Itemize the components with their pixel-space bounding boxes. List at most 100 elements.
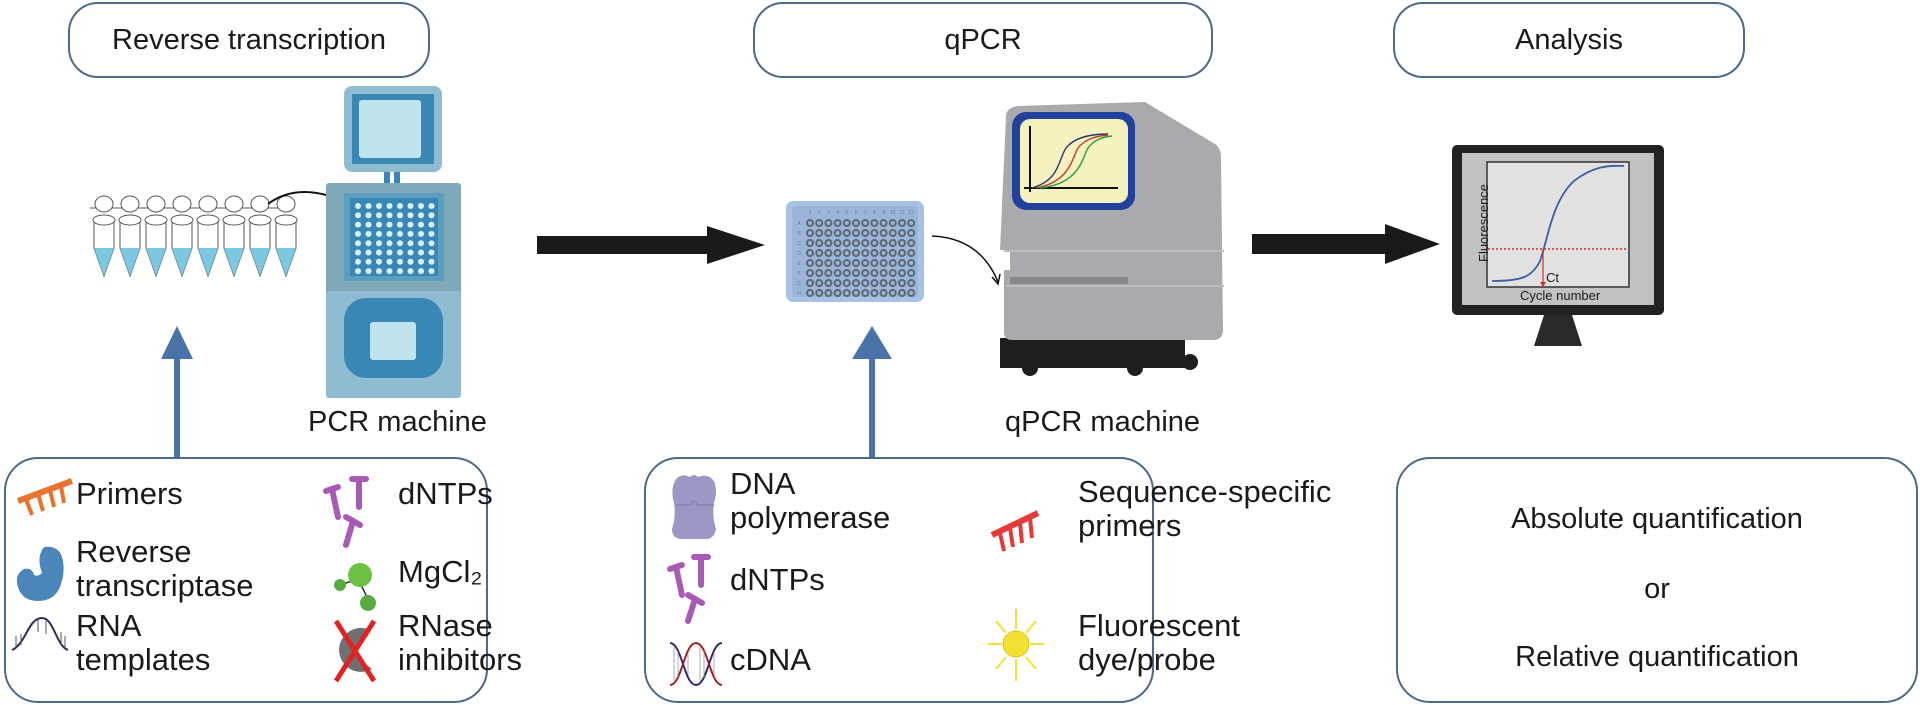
plate-well [870, 259, 879, 267]
well [407, 230, 414, 237]
well [355, 249, 361, 256]
plate-well [907, 219, 916, 227]
plate-well [806, 289, 814, 297]
plate-well [833, 229, 842, 237]
plate-row-label: E [797, 261, 801, 267]
rnase-inhibitor-icon [333, 619, 377, 683]
plate-well [898, 289, 906, 297]
plate-well [888, 229, 897, 237]
well [428, 258, 435, 265]
plate-well [852, 249, 860, 257]
fluorescent-dye-icon [988, 609, 1044, 681]
well [386, 221, 393, 228]
plate-well [879, 279, 888, 287]
plate-well [833, 219, 842, 227]
reagent-label: Reverse [76, 534, 192, 569]
plate-well [870, 249, 879, 257]
well [397, 249, 403, 256]
plate-column-label: 2 [818, 210, 821, 216]
pcr-tube [118, 195, 142, 278]
plate-column-label: 4 [836, 210, 839, 216]
well [418, 258, 424, 265]
well [355, 230, 361, 237]
well [407, 249, 414, 256]
plate-well [824, 289, 833, 297]
plate-column-label: 7 [864, 210, 867, 216]
plate-well [815, 289, 824, 297]
plate-well [907, 289, 916, 297]
plate-well [824, 219, 833, 227]
well [418, 240, 424, 247]
well [407, 258, 414, 265]
well [407, 212, 414, 219]
plate-well [879, 229, 888, 237]
amplification-curve [1491, 164, 1625, 282]
well [407, 240, 414, 247]
plate-well [806, 279, 814, 287]
plate-well [861, 279, 870, 287]
plate-well [815, 269, 824, 277]
reagent-label: dNTPs [398, 476, 493, 511]
plate-well [870, 219, 879, 227]
plate-well [815, 279, 824, 287]
pcr-tube [274, 195, 298, 278]
plate-well [842, 289, 851, 297]
plate-well [833, 279, 842, 287]
step-arrow-icon [537, 226, 765, 264]
reagent-label: inhibitors [398, 642, 523, 677]
plate-well [806, 259, 814, 267]
well [418, 203, 424, 209]
plate-well [806, 249, 814, 257]
plate-column-label: 11 [899, 210, 904, 216]
well [407, 203, 414, 209]
plate-well [842, 239, 851, 247]
stage-title: qPCR [944, 23, 1022, 56]
plate-well [824, 239, 833, 247]
pcr-tube [170, 195, 194, 278]
rna-template-icon [11, 616, 69, 651]
well [386, 258, 393, 265]
reagent-label: Primers [76, 476, 183, 511]
plate-well [815, 229, 824, 237]
plate-row-label: B [797, 231, 801, 237]
plate-well [806, 269, 814, 277]
plate-well [907, 259, 916, 267]
reagent-label: dye/probe [1078, 642, 1216, 677]
chart-xlabel: Cycle number [1520, 288, 1601, 303]
reagent-label: primers [1078, 508, 1182, 543]
well [418, 212, 424, 219]
step-arrow-icon [1252, 224, 1440, 264]
plate-well [898, 279, 906, 287]
plate-well [852, 269, 860, 277]
plate-well [879, 219, 888, 227]
well [386, 212, 393, 219]
well [428, 221, 435, 228]
well [376, 212, 382, 219]
pcr-tube [92, 195, 116, 278]
cdna-icon [669, 641, 723, 687]
plate-well [842, 259, 851, 267]
well [376, 268, 382, 275]
stage-analysis: Analysis [1393, 2, 1745, 78]
pcr-tube [196, 195, 220, 278]
absolute-quantification-label: Absolute quantification [1511, 503, 1803, 535]
sequence-specific-primers-icon [990, 510, 1040, 552]
plate-well [861, 259, 870, 267]
plate-row-label: C [797, 241, 801, 247]
well [397, 212, 403, 219]
reagent-label: MgCl₂ [398, 554, 483, 589]
stage-reverse-transcription: Reverse transcription [68, 2, 430, 78]
well [365, 258, 372, 265]
reagent-label: RNA [76, 608, 142, 643]
analysis-methods-panel: Absolute quantification or Relative quan… [1396, 457, 1918, 703]
plate-well [861, 219, 870, 227]
pcr-machine-label: PCR machine [308, 406, 487, 438]
plate-well [898, 249, 906, 257]
plate-column-label: 6 [855, 210, 858, 216]
plate-well [833, 269, 842, 277]
plate-well [888, 239, 897, 247]
plate-well [888, 219, 897, 227]
monitor-icon [1452, 145, 1664, 346]
plate-well [888, 259, 897, 267]
dna-polymerase-icon [672, 475, 716, 539]
